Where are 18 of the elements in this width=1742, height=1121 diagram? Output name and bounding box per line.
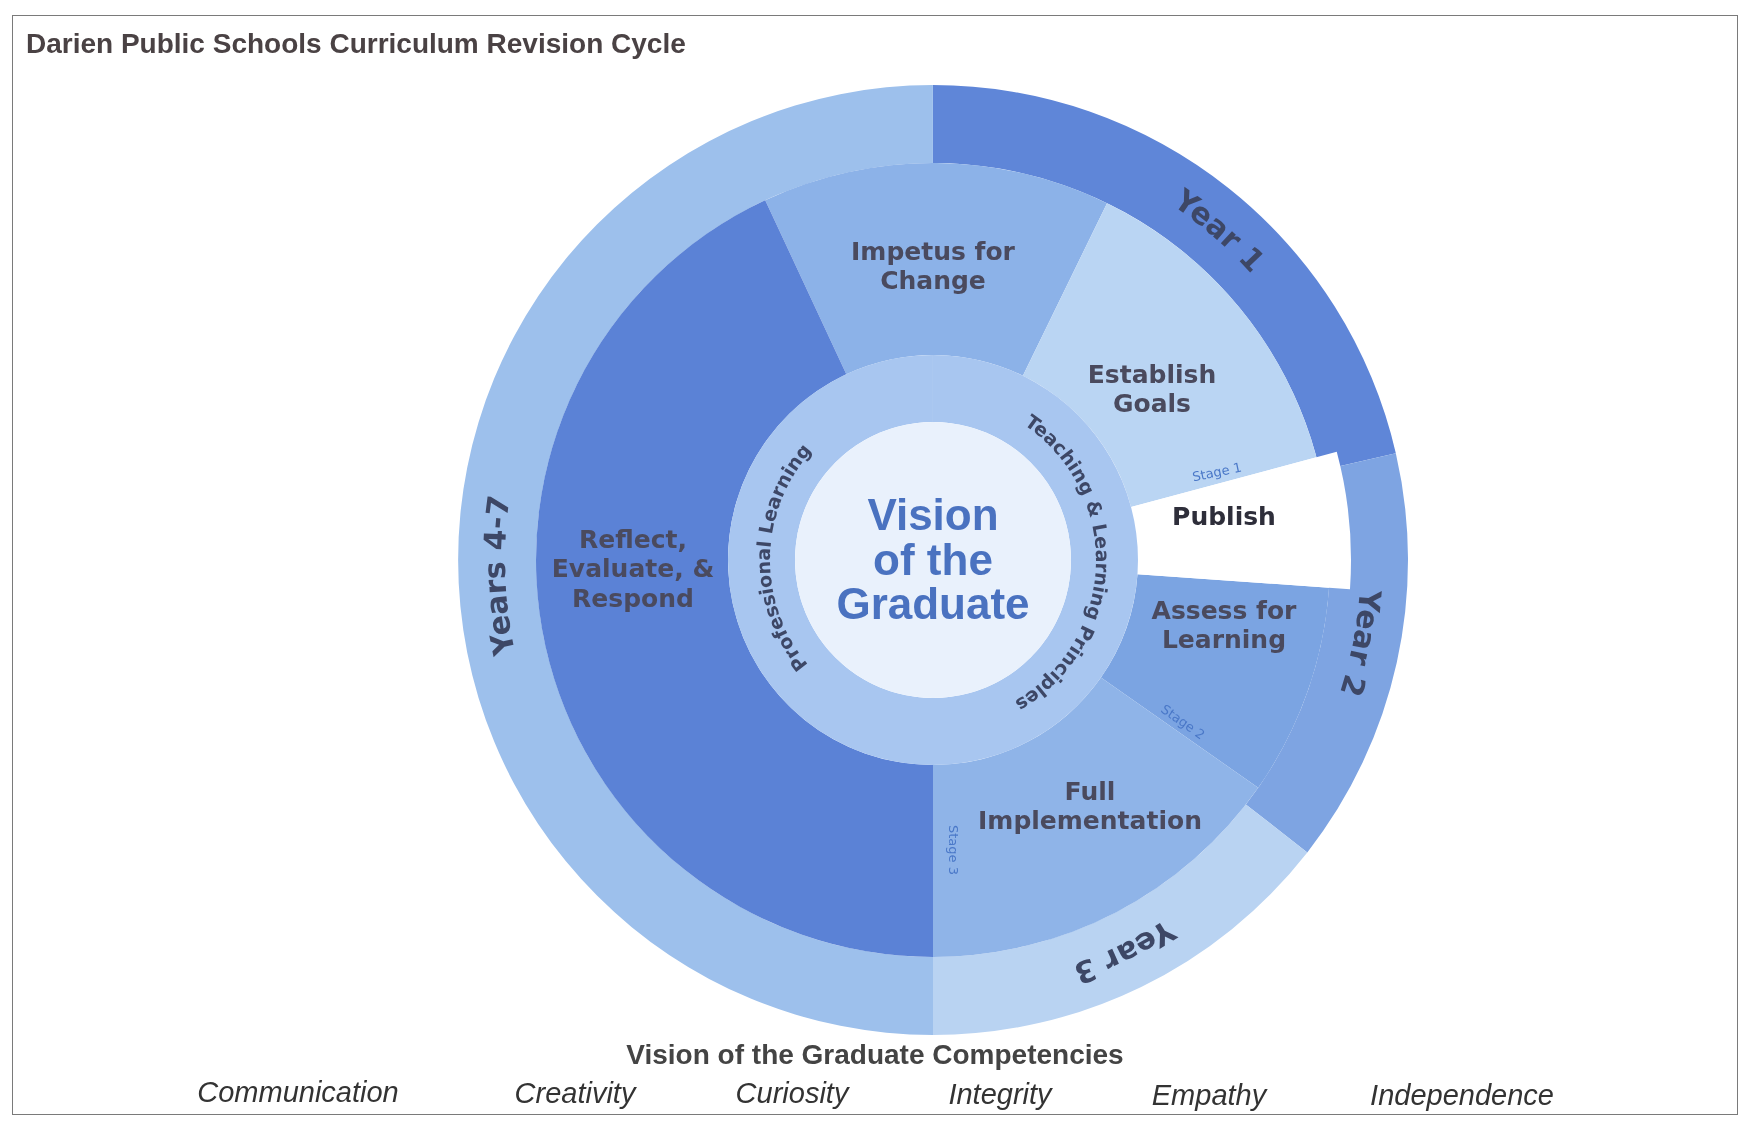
competency-label: Empathy: [1151, 1078, 1267, 1112]
ring-label: Year 3: [1069, 912, 1182, 992]
section-heading: Vision of the Graduate Competencies: [626, 1039, 1124, 1071]
competency-label: Curiosity: [735, 1076, 849, 1110]
sector-label: Assess for Learning: [1150, 595, 1298, 655]
competency-label: Integrity: [948, 1077, 1052, 1111]
sector-label: Full Implementation: [977, 776, 1203, 836]
competency-label: Independence: [1370, 1078, 1554, 1112]
sector-label: Publish: [1172, 502, 1276, 532]
center-label: Vision of the Graduate: [835, 492, 1030, 628]
competency-label: Creativity: [514, 1076, 636, 1110]
sector-label: Establish Goals: [1087, 359, 1218, 418]
sector-label: Reflect, Evaluate, & Respond: [550, 524, 716, 614]
stage-label: Stage 3: [945, 825, 961, 875]
competency-label: Communication: [197, 1075, 399, 1109]
sector-label: Impetus for Change: [850, 236, 1016, 296]
stage-label: Stage 1: [1191, 459, 1243, 485]
diagram-title: Darien Public Schools Curriculum Revision Cycle: [26, 28, 686, 60]
